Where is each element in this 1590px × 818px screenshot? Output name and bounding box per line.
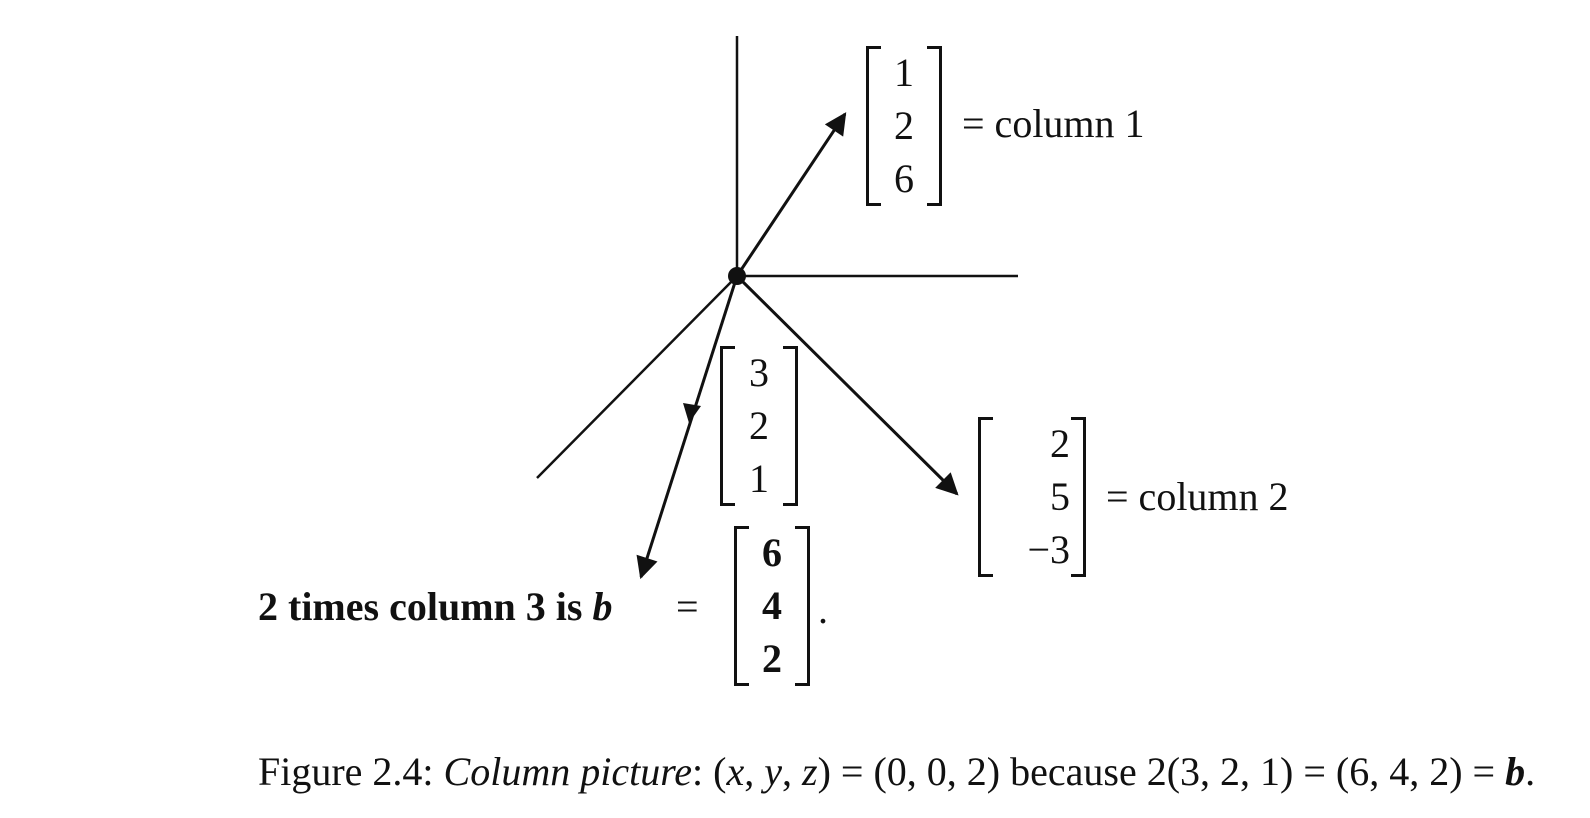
x-axis: [536, 275, 738, 479]
caption-z: z: [802, 749, 818, 794]
caption-sep2: ,: [782, 749, 803, 794]
origin-point: [728, 267, 746, 285]
caption-end: .: [1525, 749, 1536, 794]
column3-entry-2: 2: [749, 402, 769, 448]
caption-figure-number: Figure 2.4:: [258, 749, 444, 794]
column2-label: = column 2: [1106, 474, 1289, 519]
column2-entry-2: 5: [1050, 473, 1070, 519]
column2-vector: 2 5 −3: [978, 417, 1086, 577]
b-entry-1: 6: [762, 529, 782, 575]
caption-colon: : (: [692, 749, 727, 794]
b-vector: 6 4 2: [734, 526, 810, 686]
b-equals: =: [676, 584, 699, 629]
column1-entry-2: 2: [894, 102, 914, 148]
column3-entry-3: 1: [749, 456, 769, 502]
column2-arrow: [735, 274, 959, 496]
caption-rest: ) = (0, 0, 2) because 2(3, 2, 1) = (6, 4…: [817, 749, 1506, 794]
column2-entry-3: −3: [1027, 527, 1070, 573]
b-vector-label: 2 times column 3 is b: [258, 587, 612, 627]
b-arrow: [636, 275, 739, 580]
caption-x: x: [726, 749, 745, 794]
column1-arrow: [735, 112, 847, 277]
column3-vector: 3 2 1: [720, 346, 798, 506]
column1-label: = column 1: [962, 101, 1145, 146]
b-prefix: 2 times column 3 is: [258, 584, 593, 629]
b-entry-2: 4: [762, 582, 782, 628]
figure-caption: Figure 2.4: Column picture: (x, y, z) = …: [258, 752, 1535, 792]
b-period: .: [818, 587, 828, 632]
caption-y: y: [764, 749, 783, 794]
b-symbol: b: [592, 584, 613, 629]
column1-entry-3: 6: [894, 156, 914, 202]
b-entry-3: 2: [762, 636, 782, 682]
column3-entry-1: 3: [749, 349, 769, 395]
caption-sep1: ,: [744, 749, 765, 794]
column1-entry-1: 1: [894, 49, 914, 95]
caption-b: b: [1505, 749, 1526, 794]
column1-vector: 1 2 6: [866, 46, 942, 206]
caption-title: Column picture: [443, 749, 693, 794]
column3-arrowhead: [683, 403, 701, 423]
column2-entry-1: 2: [1050, 420, 1070, 466]
